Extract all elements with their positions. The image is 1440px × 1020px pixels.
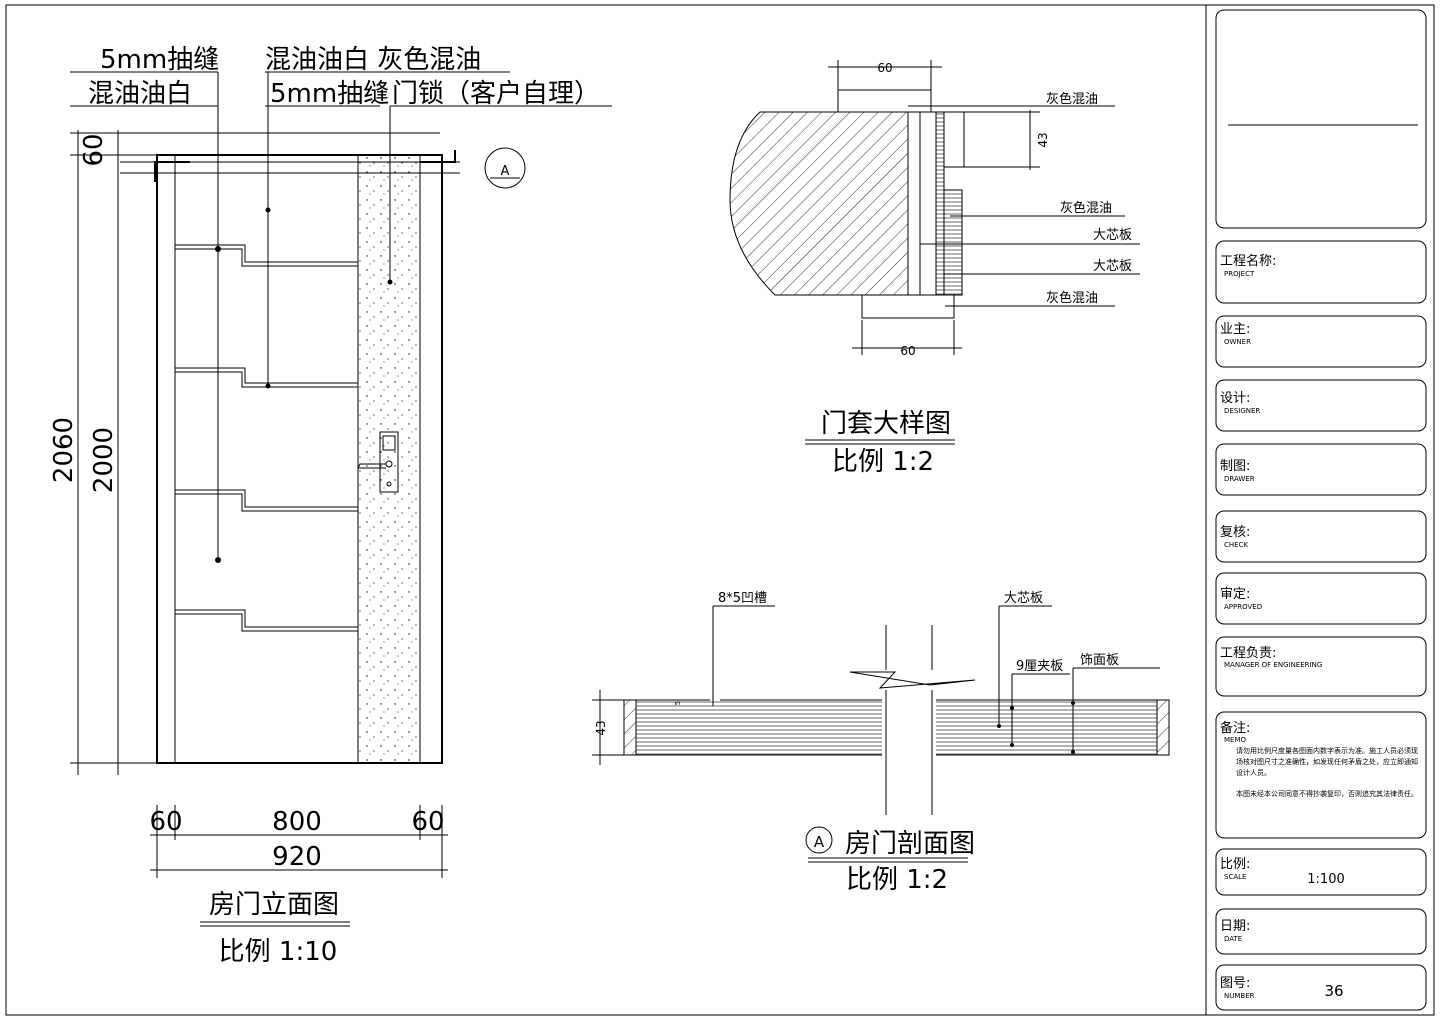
wall-hatch: [729, 111, 909, 296]
tb-designer-label: 设计:: [1220, 391, 1250, 406]
dim-2060: 2060: [49, 417, 79, 483]
dim-60-top: 60: [79, 133, 109, 166]
tb-owner-en: OWNER: [1224, 338, 1251, 346]
door-lock-icon: [357, 431, 399, 493]
section-label-veneer: 饰面板: [1080, 653, 1119, 668]
dim-2000: 2000: [89, 427, 119, 493]
callout-groove-left: 5mm抽缝: [100, 45, 219, 75]
detail-title: 门套大样图: [821, 409, 951, 439]
detail-label-3: 大芯板: [1093, 228, 1132, 243]
detail-label-1: 灰色混油: [1046, 91, 1098, 107]
detail-label-5: 灰色混油: [1046, 290, 1098, 306]
dim-60-right: 60: [411, 807, 444, 837]
frame-detail: 60 60 43 灰色混油 灰色混油 大芯板 大芯板 灰色混油 门套大样图 比例…: [729, 60, 1140, 477]
section-title-letter: A: [814, 833, 825, 851]
tb-memo-text-1: 请勿用比例尺度量各图面内数字表示为准。施工人员必须现场核对图尺寸之准确性，如发现…: [1236, 747, 1418, 777]
detail-label-2: 灰色混油: [1060, 200, 1112, 216]
tb-owner-label: 业主:: [1220, 322, 1250, 337]
tb-manager-en: MANAGER OF ENGINEERING: [1224, 661, 1322, 669]
tb-manager-label: 工程负责:: [1220, 646, 1276, 661]
detail-scale: 比例 1:2: [832, 447, 934, 477]
section-label-ply: 9厘夹板: [1016, 659, 1063, 674]
tb-approved-en: APPROVED: [1224, 603, 1262, 611]
section-label-core: 大芯板: [1004, 591, 1043, 606]
tb-project-en: PROJECT: [1224, 270, 1255, 278]
section-title: 房门剖面图: [845, 829, 975, 859]
elevation-scale: 比例 1:10: [219, 937, 338, 967]
tb-scale-label: 比例:: [1220, 857, 1250, 872]
tb-check-label: 复核:: [1220, 525, 1250, 540]
tb-approved-label: 审定:: [1220, 587, 1250, 602]
section-scale: 比例 1:2: [846, 865, 948, 895]
tb-scale-en: SCALE: [1224, 873, 1246, 881]
title-block: 工程名称: PROJECT 业主: OWNER 设计: DESIGNER 制图:…: [1215, 9, 1427, 1011]
door-elevation: 5mm抽缝 混油油白 混油油白 灰色混油 5mm抽缝 门锁（客户自理） A: [49, 45, 612, 967]
tb-drawer-label: 制图:: [1220, 459, 1250, 474]
callout-groove-right: 5mm抽缝: [270, 79, 389, 109]
tb-memo-text-2: 本图未经本公司同意不得抄袭复印，否则追究其法律责任。: [1236, 790, 1418, 798]
section-dim-thick: 43: [594, 720, 608, 735]
callout-paint-right: 混油油白 灰色混油: [265, 45, 481, 75]
tb-date-en: DATE: [1224, 935, 1242, 943]
dim-60-left: 60: [149, 807, 182, 837]
section-title-marker: [805, 826, 833, 854]
tb-check-en: CHECK: [1224, 541, 1248, 549]
detail-dim-bottom: 60: [900, 344, 915, 358]
callout-lock: 门锁（客户自理）: [392, 79, 600, 109]
section-label-groove: 8*5凹槽: [718, 591, 767, 606]
detail-label-4: 大芯板: [1093, 259, 1132, 274]
tb-designer-en: DESIGNER: [1224, 407, 1260, 415]
sheet-border: [5, 4, 1435, 1016]
logo-box: [1215, 9, 1427, 229]
tb-scale-value: 1:100: [1307, 872, 1344, 887]
detail-dim-side: 43: [1036, 132, 1050, 147]
section-marker-circle: [484, 147, 526, 189]
tb-number-value: 36: [1324, 982, 1343, 1000]
dim-920: 920: [272, 842, 322, 872]
section-marker-letter: A: [501, 164, 510, 179]
detail-dim-top: 60: [877, 61, 892, 75]
tb-number-en: NUMBER: [1224, 992, 1255, 1000]
tb-project-label: 工程名称:: [1220, 253, 1276, 269]
tb-number-label: 图号:: [1220, 976, 1250, 991]
tb-memo-label: 备注:: [1220, 720, 1250, 736]
tb-date-label: 日期:: [1220, 919, 1250, 934]
tb-drawer-en: DRAWER: [1224, 475, 1255, 483]
door-jamb: [357, 154, 421, 764]
tb-memo-text: 请勿用比例尺度量各图面内数字表示为准。施工人员必须现场核对图尺寸之准确性，如发现…: [1236, 747, 1418, 798]
callout-paint-left: 混油油白: [88, 79, 192, 109]
tb-memo-en: MEMO: [1224, 736, 1247, 744]
elevation-title: 房门立面图: [209, 890, 339, 920]
dim-800: 800: [272, 807, 322, 837]
door-section: 43 5 8*5凹槽 大芯板 9厘夹板 饰面板 A 房门剖面图 比例 1:2: [592, 591, 1170, 895]
section-dim-five: 5: [674, 701, 682, 705]
